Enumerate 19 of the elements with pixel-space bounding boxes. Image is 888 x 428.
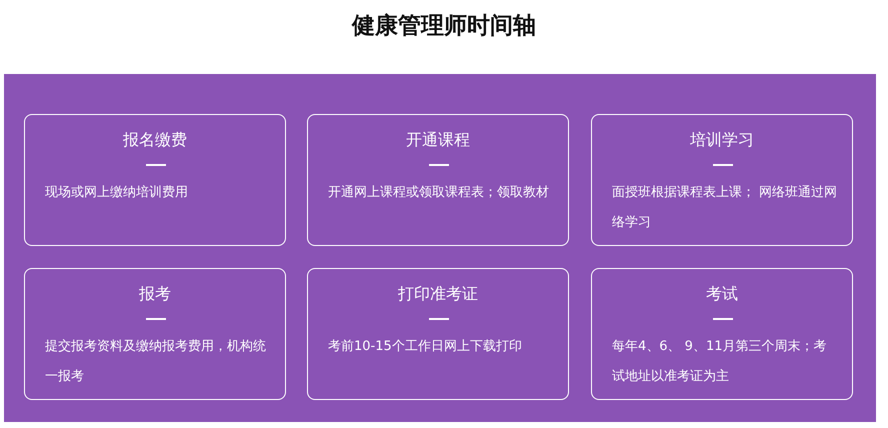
step-description: 开通网上课程或领取课程表；领取教材 — [328, 184, 550, 202]
step-heading: 报考 — [138, 283, 172, 305]
step-card — [24, 268, 286, 400]
step-card — [591, 268, 853, 400]
step-heading: 培训学习 — [689, 129, 755, 151]
step-description: 现场或网上缴纳培训费用 — [45, 184, 189, 202]
step-description: 提交报考资料及缴纳报考费用，机构统一报考 — [45, 338, 267, 386]
step-description: 考前10-15个工作日网上下载打印 — [328, 338, 523, 356]
step-card — [591, 114, 853, 246]
step-description: 面授班根据课程表上课； 网络班通过网络学习 — [612, 184, 838, 232]
step-card — [24, 114, 286, 246]
step-card — [307, 114, 569, 246]
step-description: 每年4、6、 9、11月第三个周末；考试地址以准考证为主 — [612, 338, 828, 386]
step-heading: 考试 — [705, 283, 739, 305]
step-heading: 打印准考证 — [397, 283, 479, 305]
step-heading: 开通课程 — [405, 129, 471, 151]
diagram-title: 健康管理师时间轴 — [350, 12, 537, 41]
step-heading: 报名缴费 — [122, 129, 188, 151]
step-card — [307, 268, 569, 400]
